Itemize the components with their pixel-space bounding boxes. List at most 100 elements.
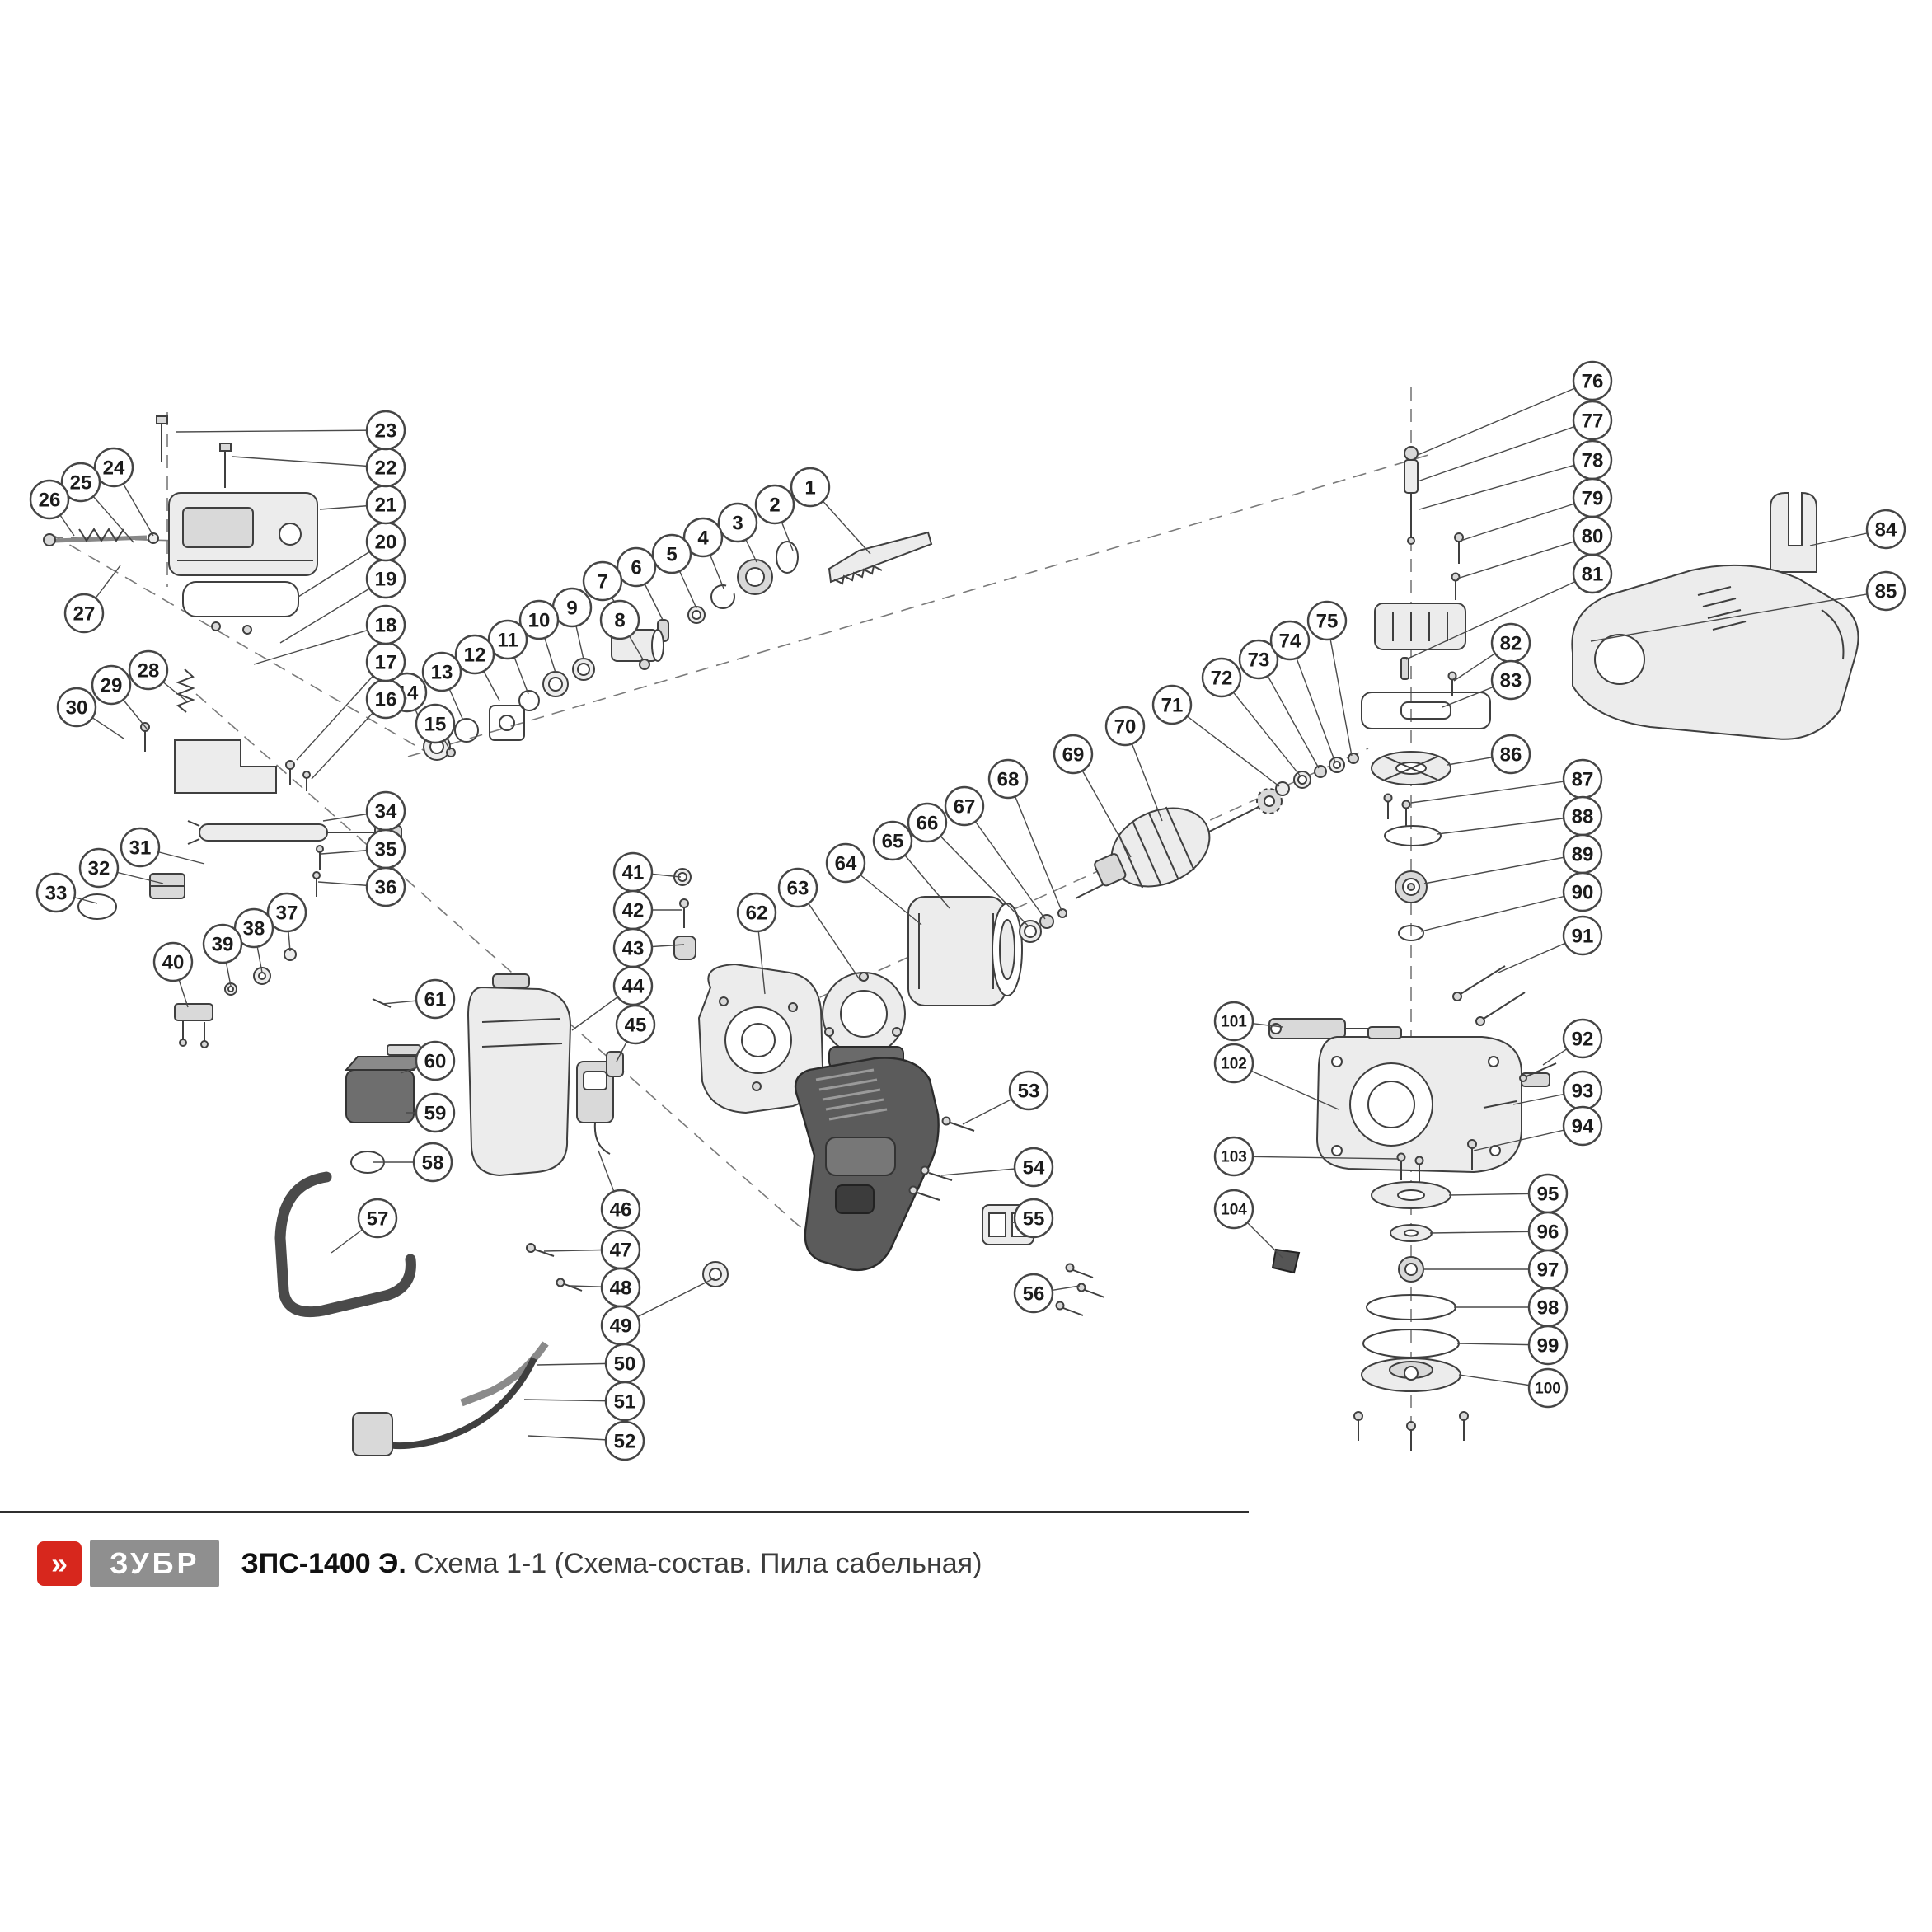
svg-text:42: 42 [622,900,645,922]
title-block: » ЗУБР ЗПС-1400 Э. Схема 1-1 (Схема-сост… [37,1540,982,1587]
callout-50: 50 [537,1343,645,1384]
svg-text:54: 54 [1023,1157,1045,1179]
motor-assembly-sketch [697,753,1359,1114]
svg-text:96: 96 [1537,1222,1559,1244]
svg-text:13: 13 [431,662,453,684]
callout-79: 79 [1460,477,1613,542]
callout-39: 39 [202,923,243,987]
callout-92: 92 [1542,1018,1603,1066]
callout-75: 75 [1306,600,1353,757]
svg-text:68: 68 [997,769,1020,791]
callout-2: 2 [754,484,795,551]
rear-body-sketch [1571,491,1859,740]
callout-99: 99 [1456,1325,1569,1366]
svg-text:77: 77 [1582,410,1604,433]
callout-66: 66 [907,802,1029,927]
callout-60: 60 [400,1040,456,1081]
callout-6: 6 [616,546,664,621]
svg-text:76: 76 [1582,371,1604,393]
callout-32: 32 [78,847,164,889]
callout-1: 1 [790,467,871,555]
gearbox-column-sketch [1268,751,1557,1451]
callout-62: 62 [736,892,777,995]
callout-7: 7 [582,560,634,635]
callout-23: 23 [176,410,406,451]
callout-12: 12 [454,634,500,701]
svg-text:45: 45 [625,1015,647,1037]
callout-64: 64 [825,842,922,926]
svg-text:3: 3 [732,513,743,535]
callout-27: 27 [63,565,121,634]
svg-text:15: 15 [424,714,447,736]
callout-26: 26 [29,479,75,537]
callout-82: 82 [1453,622,1531,682]
callout-29: 29 [91,664,148,729]
svg-text:47: 47 [610,1240,632,1262]
svg-text:22: 22 [375,457,397,480]
brand-logo-icon: » [37,1541,82,1586]
svg-text:79: 79 [1582,488,1604,510]
callout-54: 54 [940,1147,1054,1188]
callout-102: 102 [1213,1043,1339,1110]
callout-63: 63 [777,867,861,982]
svg-text:19: 19 [375,569,397,591]
svg-text:43: 43 [622,938,645,960]
callout-18: 18 [253,604,406,665]
callout-36: 36 [317,866,406,907]
callout-40: 40 [152,941,194,1008]
callout-48: 48 [570,1267,641,1308]
callout-61: 61 [382,978,456,1020]
svg-text:78: 78 [1582,450,1604,472]
callout-94: 94 [1473,1105,1603,1151]
svg-text:21: 21 [375,495,397,517]
svg-text:25: 25 [70,472,92,495]
callout-4: 4 [682,517,724,589]
callout-87: 87 [1410,758,1603,804]
callout-9: 9 [551,587,593,660]
callout-37: 37 [266,892,307,952]
svg-text:99: 99 [1537,1335,1559,1358]
callout-33: 33 [35,872,98,913]
svg-text:27: 27 [73,603,96,626]
doc-title-model: ЗПС-1400 Э. [241,1547,406,1579]
callout-56: 56 [1013,1273,1081,1314]
svg-text:103: 103 [1221,1149,1247,1166]
svg-text:66: 66 [917,813,939,835]
svg-text:11: 11 [497,630,518,652]
svg-text:26: 26 [39,490,61,512]
svg-text:20: 20 [375,532,397,554]
svg-text:55: 55 [1023,1208,1045,1231]
callout-77: 77 [1417,400,1613,482]
callout-25: 25 [60,462,134,543]
svg-text:73: 73 [1248,649,1270,672]
callout-16: 16 [311,678,406,780]
callout-38: 38 [233,907,274,973]
callout-95: 95 [1448,1173,1569,1214]
title-block-rule [0,1511,1249,1513]
svg-text:70: 70 [1114,716,1137,739]
callout-10: 10 [518,599,560,673]
callout-76: 76 [1417,360,1613,456]
doc-title: ЗПС-1400 Э. Схема 1-1 (Схема-состав. Пил… [241,1548,982,1580]
svg-text:8: 8 [614,610,625,632]
svg-text:33: 33 [45,883,68,905]
callout-28: 28 [128,649,189,703]
callout-65: 65 [872,820,950,909]
callout-35: 35 [321,828,406,870]
callout-84: 84 [1809,509,1906,550]
svg-text:48: 48 [610,1278,632,1300]
svg-text:60: 60 [424,1051,447,1073]
svg-text:100: 100 [1535,1381,1561,1398]
callout-42: 42 [612,889,682,931]
svg-text:98: 98 [1537,1297,1559,1320]
svg-text:46: 46 [610,1199,632,1222]
svg-text:10: 10 [528,610,551,632]
svg-text:71: 71 [1161,695,1184,717]
callout-20: 20 [298,521,406,598]
front-gearbox-sketch [43,415,318,794]
callout-72: 72 [1201,657,1301,777]
svg-text:65: 65 [882,831,904,853]
callout-51: 51 [523,1381,645,1422]
callout-98: 98 [1454,1287,1569,1328]
